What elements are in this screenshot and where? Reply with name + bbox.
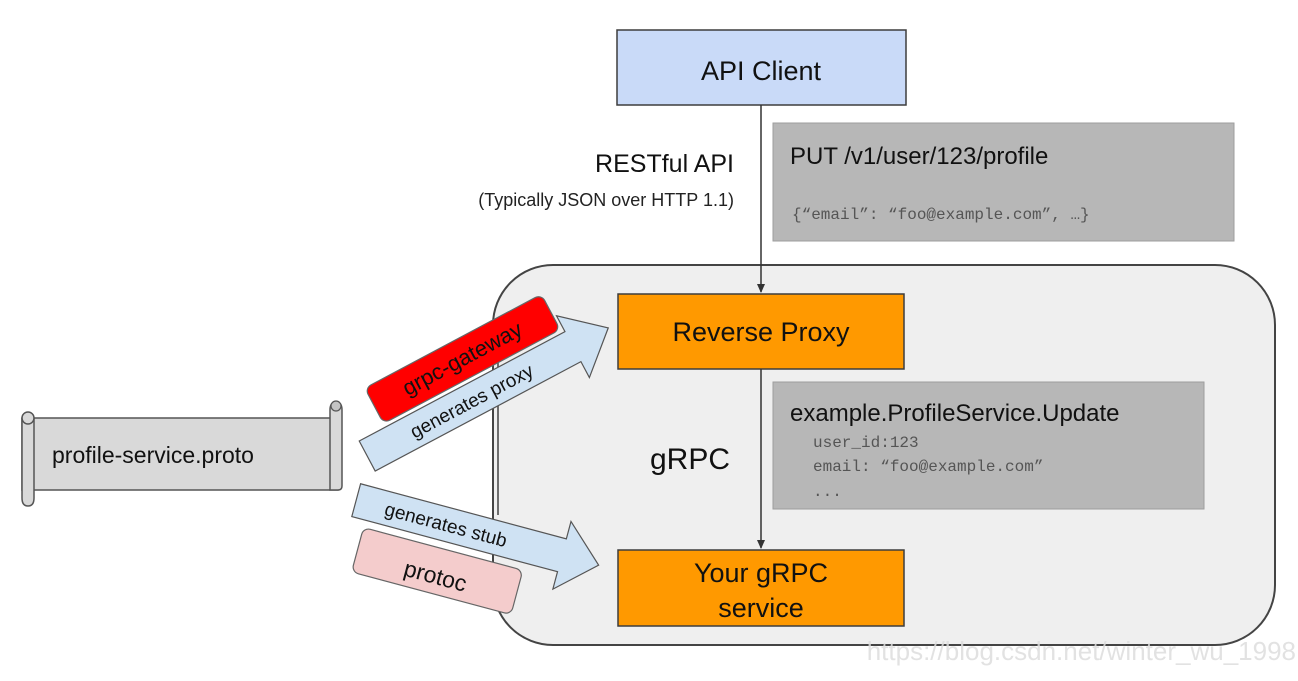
grpc-request-field-more: ... [813, 483, 842, 501]
rest-request-line: PUT /v1/user/123/profile [790, 143, 1048, 170]
rest-request-box [772, 122, 1235, 242]
grpc-request-field-user-id: user_id:123 [813, 434, 919, 452]
grpc-label: gRPC [650, 443, 730, 476]
grpc-request-method: example.ProfileService.Update [790, 400, 1120, 427]
restful-api-label: RESTful API [595, 150, 734, 178]
generates-stub-arrow [351, 483, 600, 591]
proto-file-scroll [21, 400, 343, 507]
protoc-tag [352, 528, 522, 614]
grpc-service-box [617, 549, 905, 627]
watermark: https://blog.csdn.net/winter_wu_1998 [867, 636, 1296, 666]
grpc-request-box [772, 381, 1205, 510]
grpc-gateway-tag [366, 296, 559, 422]
proto-file-label: profile-service.proto [52, 442, 254, 468]
rest-request-body: {“email”: “foo@example.com”, …} [792, 206, 1090, 224]
grpc-service-label-line1: Your gRPC [694, 558, 828, 588]
api-client-label: API Client [701, 56, 822, 86]
grpc-service-label-line2: service [718, 593, 804, 623]
api-client-box [616, 29, 907, 106]
grpc-request-field-email: email: “foo@example.com” [813, 458, 1043, 476]
generates-proxy-arrow [358, 314, 610, 472]
reverse-proxy-label: Reverse Proxy [672, 317, 850, 347]
reverse-proxy-box [617, 293, 905, 370]
restful-api-note: (Typically JSON over HTTP 1.1) [478, 190, 734, 210]
